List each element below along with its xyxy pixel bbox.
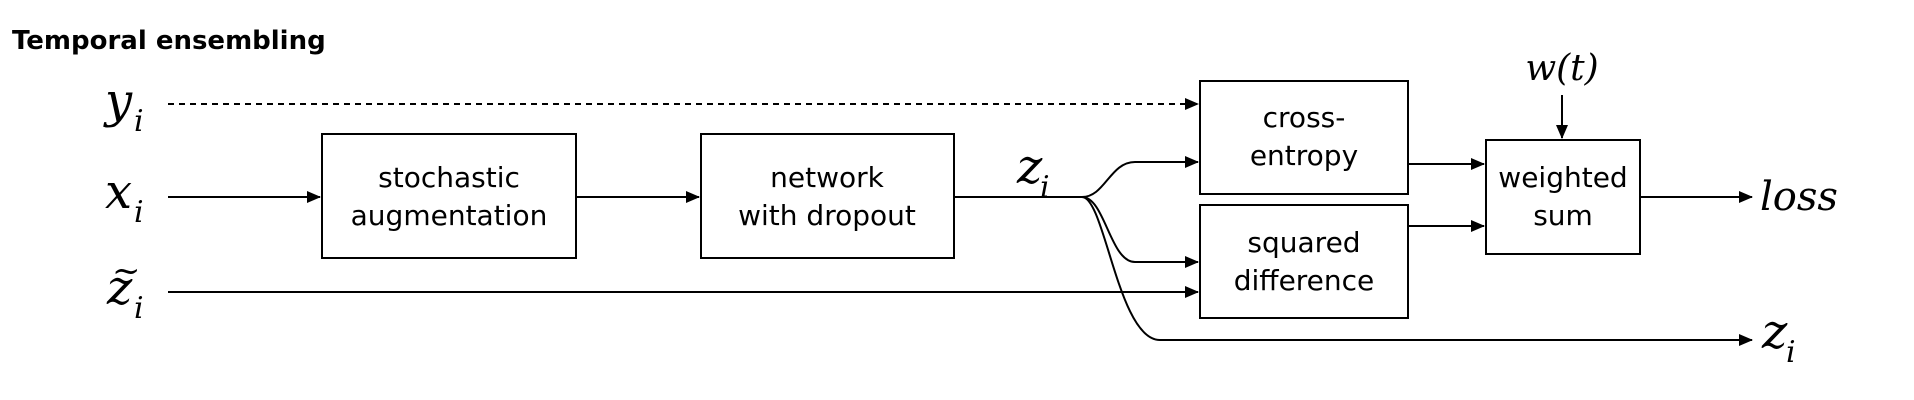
input-y-subscript: i: [134, 104, 144, 139]
input-x: x i: [105, 164, 144, 230]
network-output-subscript: i: [1040, 170, 1050, 205]
z-to-squared-difference-arrow: [1081, 196, 1199, 268]
weighted-sum-label-line1: weighted: [1498, 161, 1627, 194]
output-z: z i: [1761, 304, 1796, 370]
cross-entropy-block: cross- entropy: [1199, 80, 1409, 195]
input-z-tilde-mark: ~: [112, 251, 141, 291]
input-x-symbol: x: [105, 164, 132, 220]
loss-output-label: loss: [1760, 174, 1838, 220]
output-z-subscript: i: [1786, 335, 1796, 370]
input-z-tilde-subscript: i: [134, 291, 144, 326]
augmentation-label-line2: augmentation: [351, 199, 548, 232]
network-label-line2: with dropout: [738, 199, 916, 232]
z-to-cross-entropy-arrow: [1081, 156, 1199, 198]
output-z-symbol: z: [1761, 304, 1788, 360]
network-with-dropout-block: network with dropout: [700, 133, 955, 259]
squared-difference-block: squared difference: [1199, 204, 1409, 319]
stochastic-augmentation-block: stochastic augmentation: [321, 133, 577, 259]
augmentation-label-line1: stochastic: [378, 161, 520, 194]
weighted-sum-block: weighted sum: [1485, 139, 1641, 255]
cross-entropy-label-line1: cross-: [1263, 101, 1346, 134]
input-z-tilde: ~ z i: [106, 251, 144, 326]
network-output-symbol: z: [1016, 139, 1043, 195]
input-z-tilde-symbol: z: [106, 260, 133, 316]
z-to-output-arrow: [1081, 196, 1753, 346]
input-x-subscript: i: [134, 195, 144, 230]
squared-difference-label-line2: difference: [1234, 264, 1375, 297]
input-y-symbol: y: [103, 73, 133, 129]
input-y: y i: [103, 73, 144, 139]
diagram-title: Temporal ensembling: [12, 26, 326, 56]
weight-label: w(t): [1525, 48, 1598, 89]
cross-entropy-label-line2: entropy: [1250, 139, 1358, 172]
weighted-sum-label-line2: sum: [1533, 199, 1593, 232]
squared-difference-label-line1: squared: [1247, 226, 1360, 259]
network-label-line1: network: [770, 161, 884, 194]
network-output-z: z i: [1016, 139, 1050, 205]
